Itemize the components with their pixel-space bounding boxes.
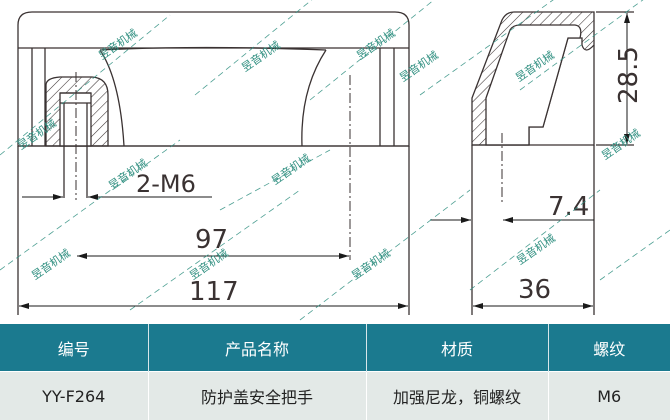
technical-drawing: 2-M6 97 117 28.5 7.4 36 昱音机械 昱音机械 昱音机械 昱 [0,0,670,324]
table-row: YY-F264 防护盖安全把手 加强尼龙，铜螺纹 M6 [0,372,670,420]
cell-product-name: 防护盖安全把手 [148,372,366,420]
cell-code: YY-F264 [0,372,148,420]
front-view [18,12,409,315]
spec-table: 编号 产品名称 材质 螺纹 YY-F264 防护盖安全把手 加强尼龙，铜螺纹 M… [0,324,670,420]
cell-thread: M6 [548,372,670,420]
header-thread: 螺纹 [548,324,670,372]
table-header-row: 编号 产品名称 材质 螺纹 [0,324,670,372]
header-code: 编号 [0,324,148,372]
svg-text:昱音机械: 昱音机械 [599,126,643,163]
overall-length-label: 117 [189,277,239,307]
depth-label: 36 [518,275,551,305]
svg-text:昱音机械: 昱音机械 [29,246,73,283]
svg-text:昱音机械: 昱音机械 [269,151,313,188]
svg-text:昱音机械: 昱音机械 [397,48,441,85]
header-product-name: 产品名称 [148,324,366,372]
svg-text:昱音机械: 昱音机械 [349,246,393,283]
svg-text:昱音机械: 昱音机械 [514,231,558,268]
hole-offset-label: 7.4 [548,192,589,222]
thread-label: 2-M6 [136,170,196,198]
watermark-text: 昱音机械 昱音机械 昱音机械 昱音机械 昱音机械 昱音机械 昱音机械 昱音机械 … [15,26,643,283]
cell-material: 加强尼龙，铜螺纹 [366,372,548,420]
svg-text:昱音机械: 昱音机械 [354,26,398,63]
header-material: 材质 [366,324,548,372]
height-label: 28.5 [614,46,644,104]
svg-text:昱音机械: 昱音机械 [96,26,140,63]
svg-text:昱音机械: 昱音机械 [239,38,283,75]
